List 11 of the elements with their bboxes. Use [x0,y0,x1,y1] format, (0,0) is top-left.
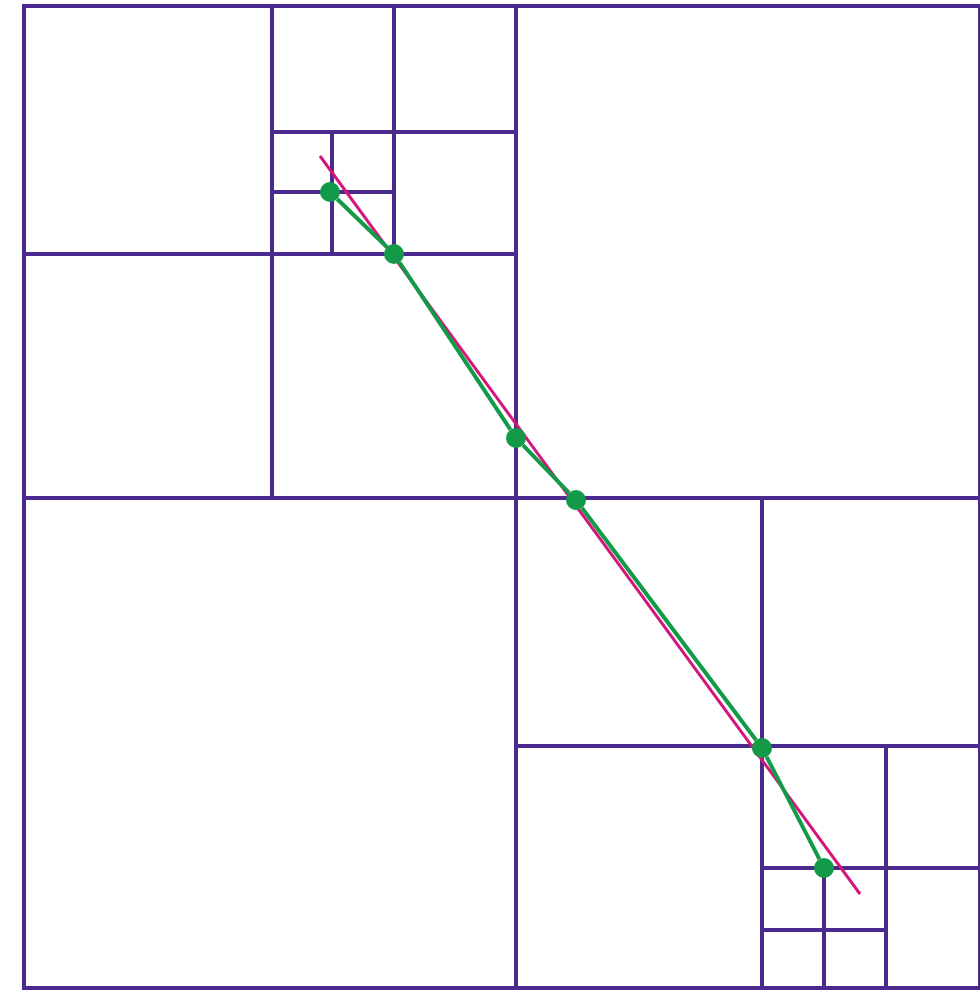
connector-line [580,506,758,742]
connector-line [397,261,513,431]
connector-line [764,755,822,861]
connector-line [521,443,571,495]
vertex-dot [384,244,404,264]
connector-line [335,197,389,249]
vertex-dot [566,490,586,510]
vertex-dot [814,858,834,878]
vertex-dot [320,182,340,202]
vertex-dot [752,738,772,758]
vertex-dot [506,428,526,448]
